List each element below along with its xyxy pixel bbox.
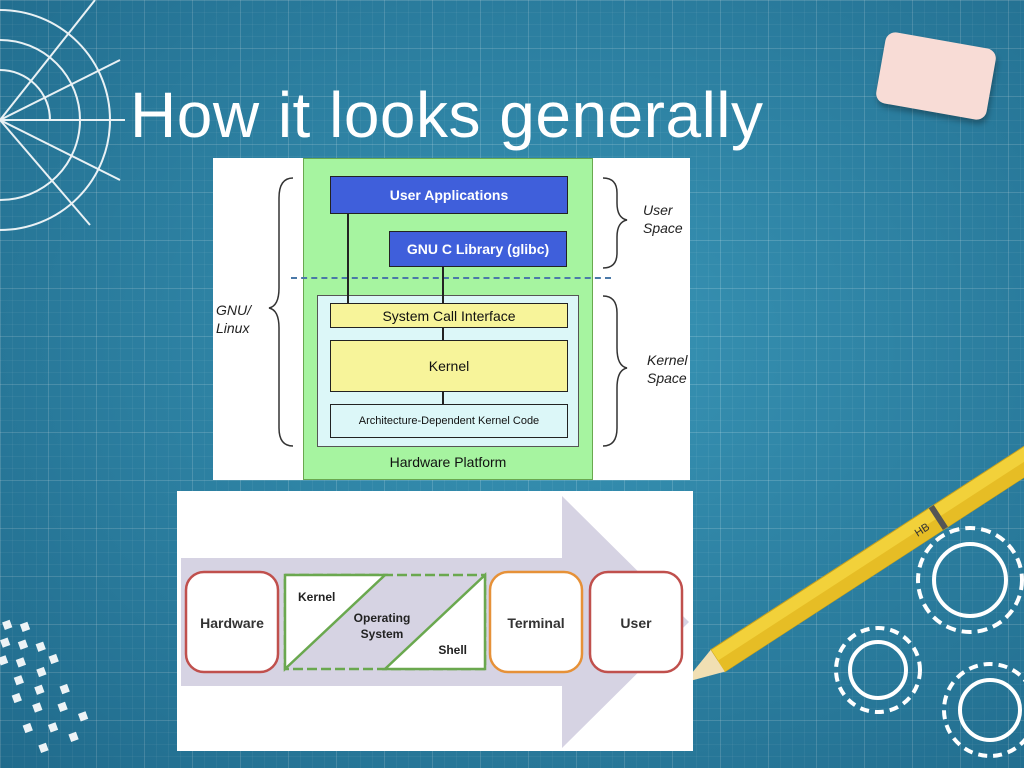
connector-line — [442, 391, 444, 405]
linux-architecture-diagram: User Applications GNU C Library (glibc) … — [213, 158, 690, 480]
user-kernel-separator — [291, 277, 611, 279]
gnu-linux-line1: GNU/ — [216, 302, 251, 318]
pixel-pattern-decoration — [0, 619, 89, 753]
connector-line — [442, 327, 444, 341]
gnu-linux-brace — [268, 177, 294, 447]
flow-svg: Hardware Kernel Operating System Shell T… — [181, 496, 689, 748]
user-applications-box: User Applications — [330, 176, 568, 214]
protractor-decoration — [0, 0, 125, 231]
hardware-platform-label: Hardware Platform — [389, 454, 507, 470]
gnu-linux-label: GNU/ Linux — [216, 301, 251, 337]
arch-code-box: Architecture-Dependent Kernel Code — [330, 404, 568, 438]
arch-code-label: Architecture-Dependent Kernel Code — [358, 415, 540, 427]
system-call-interface-box: System Call Interface — [330, 303, 568, 328]
brace-marks — [268, 177, 628, 447]
slide-title: How it looks generally — [130, 79, 764, 151]
hardware-label: Hardware — [200, 615, 264, 631]
glibc-box: GNU C Library (glibc) — [389, 231, 567, 267]
user-applications-label: User Applications — [389, 187, 509, 203]
pencil-decoration: HB — [684, 442, 1024, 683]
connector-line — [442, 266, 444, 304]
kernel-space-label: Kernel Space — [647, 351, 687, 387]
kernel-space-line1: Kernel — [647, 352, 688, 368]
shell-triangle — [381, 572, 487, 671]
kernel-triangle — [283, 573, 389, 672]
kernel-space-line2: Space — [647, 370, 687, 386]
os-line1-label: Operating — [354, 611, 411, 625]
hardware-box — [184, 570, 280, 674]
user-space-label: User Space — [643, 201, 683, 237]
glibc-label: GNU C Library (glibc) — [406, 241, 550, 257]
kernel-label: Kernel — [428, 358, 470, 374]
os-line2-label: System — [361, 627, 404, 641]
kernel-box: Kernel — [330, 340, 568, 392]
layer-flow-diagram: Hardware Kernel Operating System Shell T… — [177, 491, 693, 751]
gears-decoration — [834, 526, 1024, 758]
user-space-line1: User — [643, 202, 673, 218]
user-space-line2: Space — [643, 220, 683, 236]
user-label: User — [620, 615, 652, 631]
system-call-interface-label: System Call Interface — [382, 307, 516, 324]
kernel-space-brace — [602, 295, 628, 447]
gnu-linux-line2: Linux — [216, 320, 250, 336]
terminal-label: Terminal — [507, 615, 564, 631]
os-shell-label: Shell — [438, 643, 467, 657]
os-kernel-label: Kernel — [298, 590, 335, 604]
user-box — [588, 570, 684, 674]
connector-line — [347, 212, 349, 304]
user-space-brace — [602, 177, 628, 269]
terminal-box — [488, 570, 584, 674]
